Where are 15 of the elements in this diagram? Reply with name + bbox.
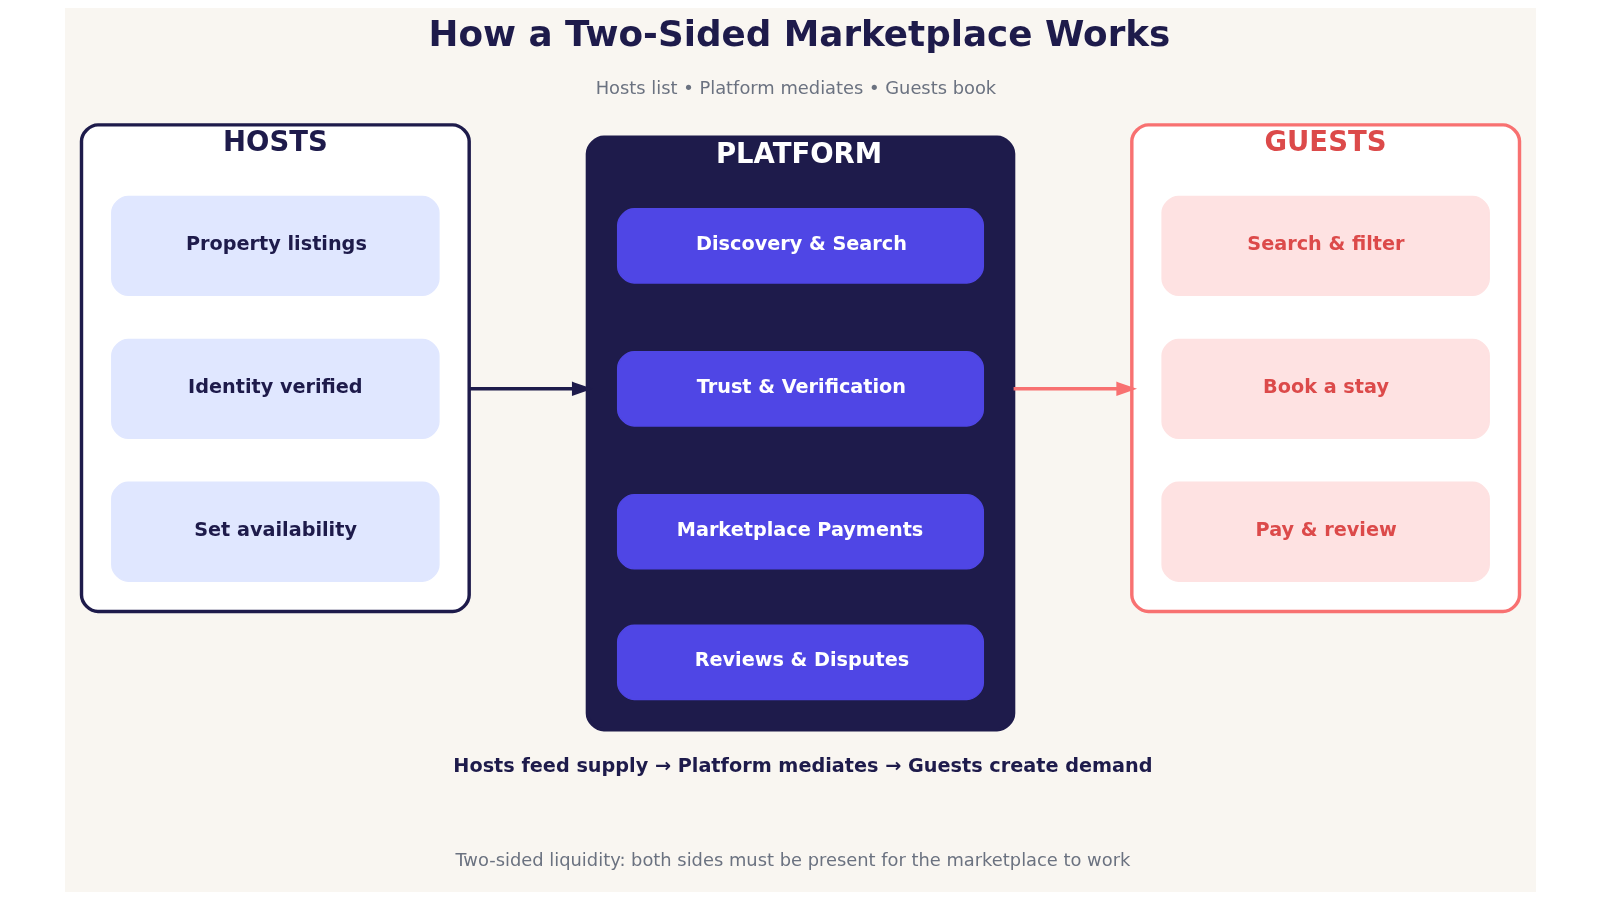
node-box: Discovery & Search (616, 208, 984, 284)
node-box: Marketplace Payments (616, 494, 984, 570)
node-box: Identity verified (110, 338, 440, 439)
label: Two-sided liquidity: both sides must be present for the marketplace to work (454, 849, 1130, 871)
arrow (1013, 381, 1137, 397)
node-box: Property listings (110, 195, 440, 297)
node-box: Set availability (110, 481, 440, 582)
label: Hosts list • Platform mediates • Guests book (595, 76, 996, 98)
diagram-title: How a Two-Sided Marketplace Works (428, 13, 1170, 55)
label: Hosts feed supply → Platform mediates → Guests create demand (452, 753, 1152, 777)
node-box: Trust & Verification (616, 351, 984, 427)
node-box: Reviews & Disputes (616, 624, 984, 701)
node-box: Search & filter (1160, 195, 1490, 297)
node-box: Pay & review (1160, 481, 1490, 582)
node-box: Book a stay (1160, 338, 1490, 439)
